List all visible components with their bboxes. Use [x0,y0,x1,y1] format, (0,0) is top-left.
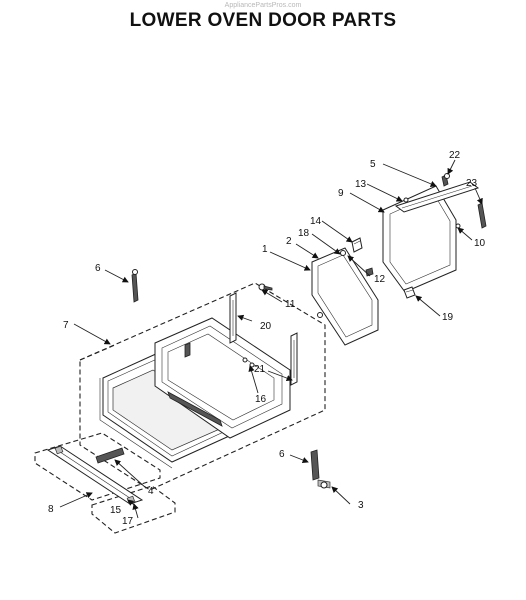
hinge-right [290,332,298,386]
callout-14: 14 [310,216,322,227]
hinge-receiver-lower [310,449,331,489]
callout-10: 10 [474,238,486,249]
hinge-left [229,292,237,344]
callout-21: 21 [254,364,266,375]
glass-support-channel [394,173,487,229]
callout-7: 7 [63,320,69,331]
callout-23: 23 [466,178,478,189]
callout-5: 5 [370,159,376,170]
callout-1: 1 [262,244,268,255]
inner-glass-panel [311,247,379,346]
callout-4: 4 [148,486,154,497]
callout-2: 2 [286,236,292,247]
callout-9: 9 [338,188,344,199]
handle-assembly-outline [34,432,176,534]
watermark: AppliancePartsPros.com [224,2,302,9]
callout-19: 19 [442,312,454,323]
callout-17: 17 [122,516,134,527]
leader-lines [59,159,483,519]
page-title: LOWER OVEN DOOR PARTS [129,10,397,31]
callout-13: 13 [355,179,367,190]
outer-glass-panel [382,185,457,293]
door-inner-frame [154,317,291,439]
callout-labels: 1 2 3 4 5 6 6 7 8 9 10 11 12 13 14 15 16… [48,150,486,527]
callout-3: 3 [358,500,364,511]
callout-16: 16 [255,394,267,405]
callout-6-lower: 6 [279,449,285,460]
callout-12: 12 [374,274,386,285]
callout-22: 22 [449,150,461,161]
callout-11: 11 [285,299,296,310]
callout-8: 8 [48,504,54,515]
screws-top [242,283,323,368]
door-side-trim-upper [131,269,139,303]
callout-15: 15 [110,505,122,516]
small-brackets [340,237,416,299]
door-handle [46,445,144,505]
callout-18: 18 [298,228,310,239]
callout-20: 20 [260,321,272,332]
door-assembly-outline [79,282,326,491]
callout-6-upper: 6 [95,263,101,274]
